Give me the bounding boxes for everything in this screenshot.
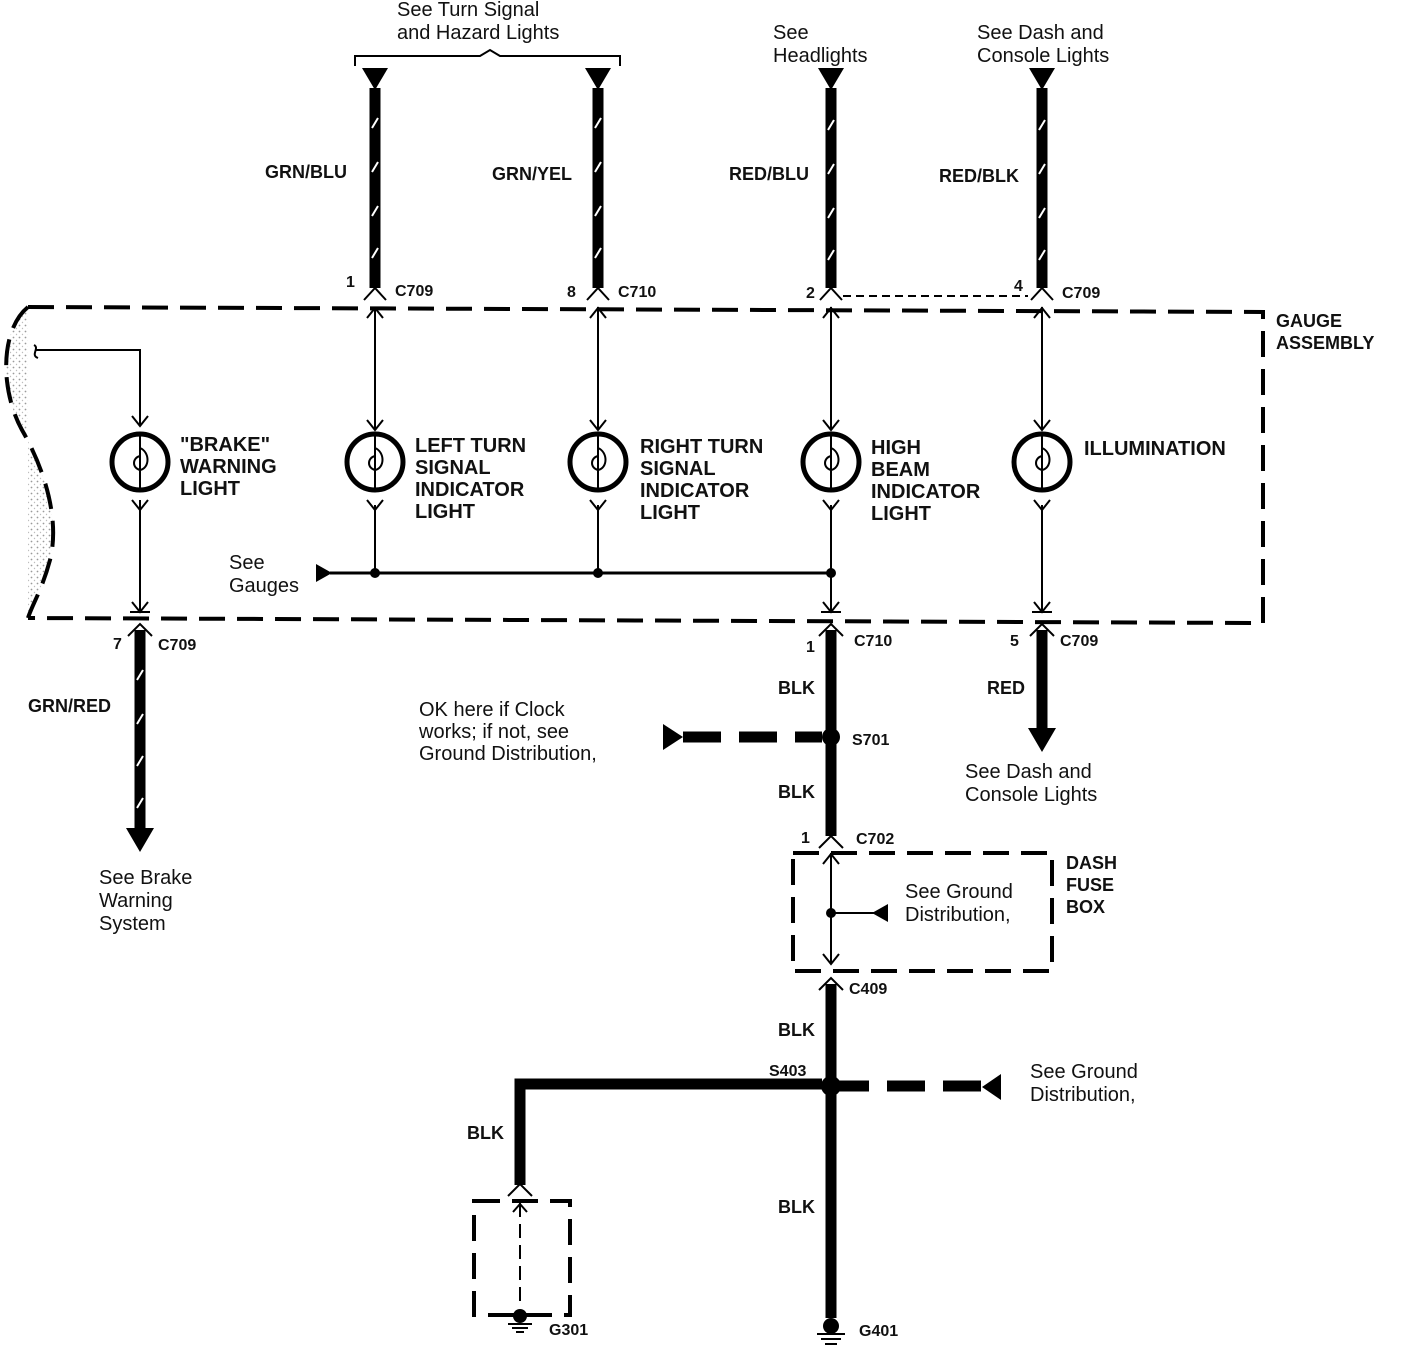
pin-1-c710: 1 [806,639,815,656]
gauge-assembly-label: GAUGE ASSEMBLY [1276,311,1374,353]
wire-red-output [1028,622,1056,752]
wire-color-grn-blu: GRN/BLU [265,162,347,182]
connector-c710-top: C710 [618,284,656,301]
right-turn-light-label: RIGHT TURN SIGNAL INDICATOR LIGHT [640,436,769,524]
high-beam-bulb [800,431,862,493]
pin-8-c710: 8 [567,284,576,301]
high-beam-light-label: HIGH BEAM INDICATOR LIGHT [871,437,986,525]
dash-console-bottom-reference: See Dash and Console Lights [965,761,1097,806]
wire-color-grn-red: GRN/RED [28,696,111,716]
illumination-label: ILLUMINATION [1084,438,1226,460]
see-gauges-reference: See Gauges [229,552,299,597]
wire-red-blu [818,68,844,301]
ground-g301-label: G301 [549,1322,588,1339]
wire-color-grn-yel: GRN/YEL [492,164,572,184]
turn-hazard-brace [354,48,621,66]
brake-warning-light-label: "BRAKE" WARNING LIGHT [180,434,282,500]
splice-s403: S403 [769,1063,806,1080]
ground-g401-label: G401 [859,1323,898,1340]
wire-grn-red [126,622,154,852]
bulb-output-wiring [130,499,1052,614]
gauge-assembly-boundary [4,305,1265,626]
branch-to-g301 [472,1078,822,1317]
dash-console-reference: See Dash and Console Lights [977,22,1109,67]
ground-g401-icon [817,1318,845,1345]
turn-hazard-reference: See Turn Signal and Hazard Lights [397,0,559,44]
connector-c709-right: C709 [1062,285,1100,302]
connector-c702: C702 [856,831,894,848]
wire-red-blk [1029,68,1055,301]
wire-color-blk-5: BLK [778,1197,815,1217]
wire-color-red-blk: RED/BLK [939,166,1019,186]
wire-color-red: RED [987,678,1025,698]
splice-s701: S701 [852,732,889,749]
dash-fuse-box-label: DASH FUSE BOX [1066,853,1122,917]
clock-ground-branch [663,724,822,750]
wire-color-blk-3: BLK [778,1020,815,1040]
dash-fuse-box [791,851,1054,973]
illumination-bulb [1011,431,1073,493]
right-turn-bulb [567,431,629,493]
internal-feeds [33,306,1051,432]
pin-1-c709-top: 1 [346,274,355,291]
s403-ground-reference: See Ground Distribution, [1030,1061,1143,1106]
connector-c709-left: C709 [395,283,433,300]
brake-system-reference: See Brake Warning System [99,867,198,935]
headlights-reference: See Headlights [773,22,868,67]
wire-color-blk-4: BLK [467,1123,504,1143]
ground-path-upper [818,622,844,849]
clock-note: OK here if Clock works; if not, see Grou… [418,699,597,765]
pin-7-c709: 7 [113,636,122,653]
pin-4-c709: 4 [1014,278,1023,295]
left-turn-bulb [344,431,406,493]
pin-1-c702: 1 [801,830,810,847]
brake-warning-bulb [109,431,171,493]
connector-c709-illum: C709 [1060,633,1098,650]
connector-c409: C409 [849,981,887,998]
wire-color-blk-1: BLK [778,678,815,698]
left-turn-light-label: LEFT TURN SIGNAL INDICATOR LIGHT [415,435,532,523]
connector-c710-bottom: C710 [854,633,892,650]
pin-2-c709: 2 [806,285,815,302]
wire-grn-blu [362,68,388,301]
ground-g301-icon [508,1309,532,1333]
ground-path-lower [818,976,1001,1318]
connector-c709-brake: C709 [158,637,196,654]
fuse-box-ground-reference: See Ground Distribution, [905,881,1018,926]
wire-grn-yel [585,68,611,301]
wire-color-red-blu: RED/BLU [729,164,809,184]
wire-color-blk-2: BLK [778,782,815,802]
pin-5-c709: 5 [1010,633,1019,650]
